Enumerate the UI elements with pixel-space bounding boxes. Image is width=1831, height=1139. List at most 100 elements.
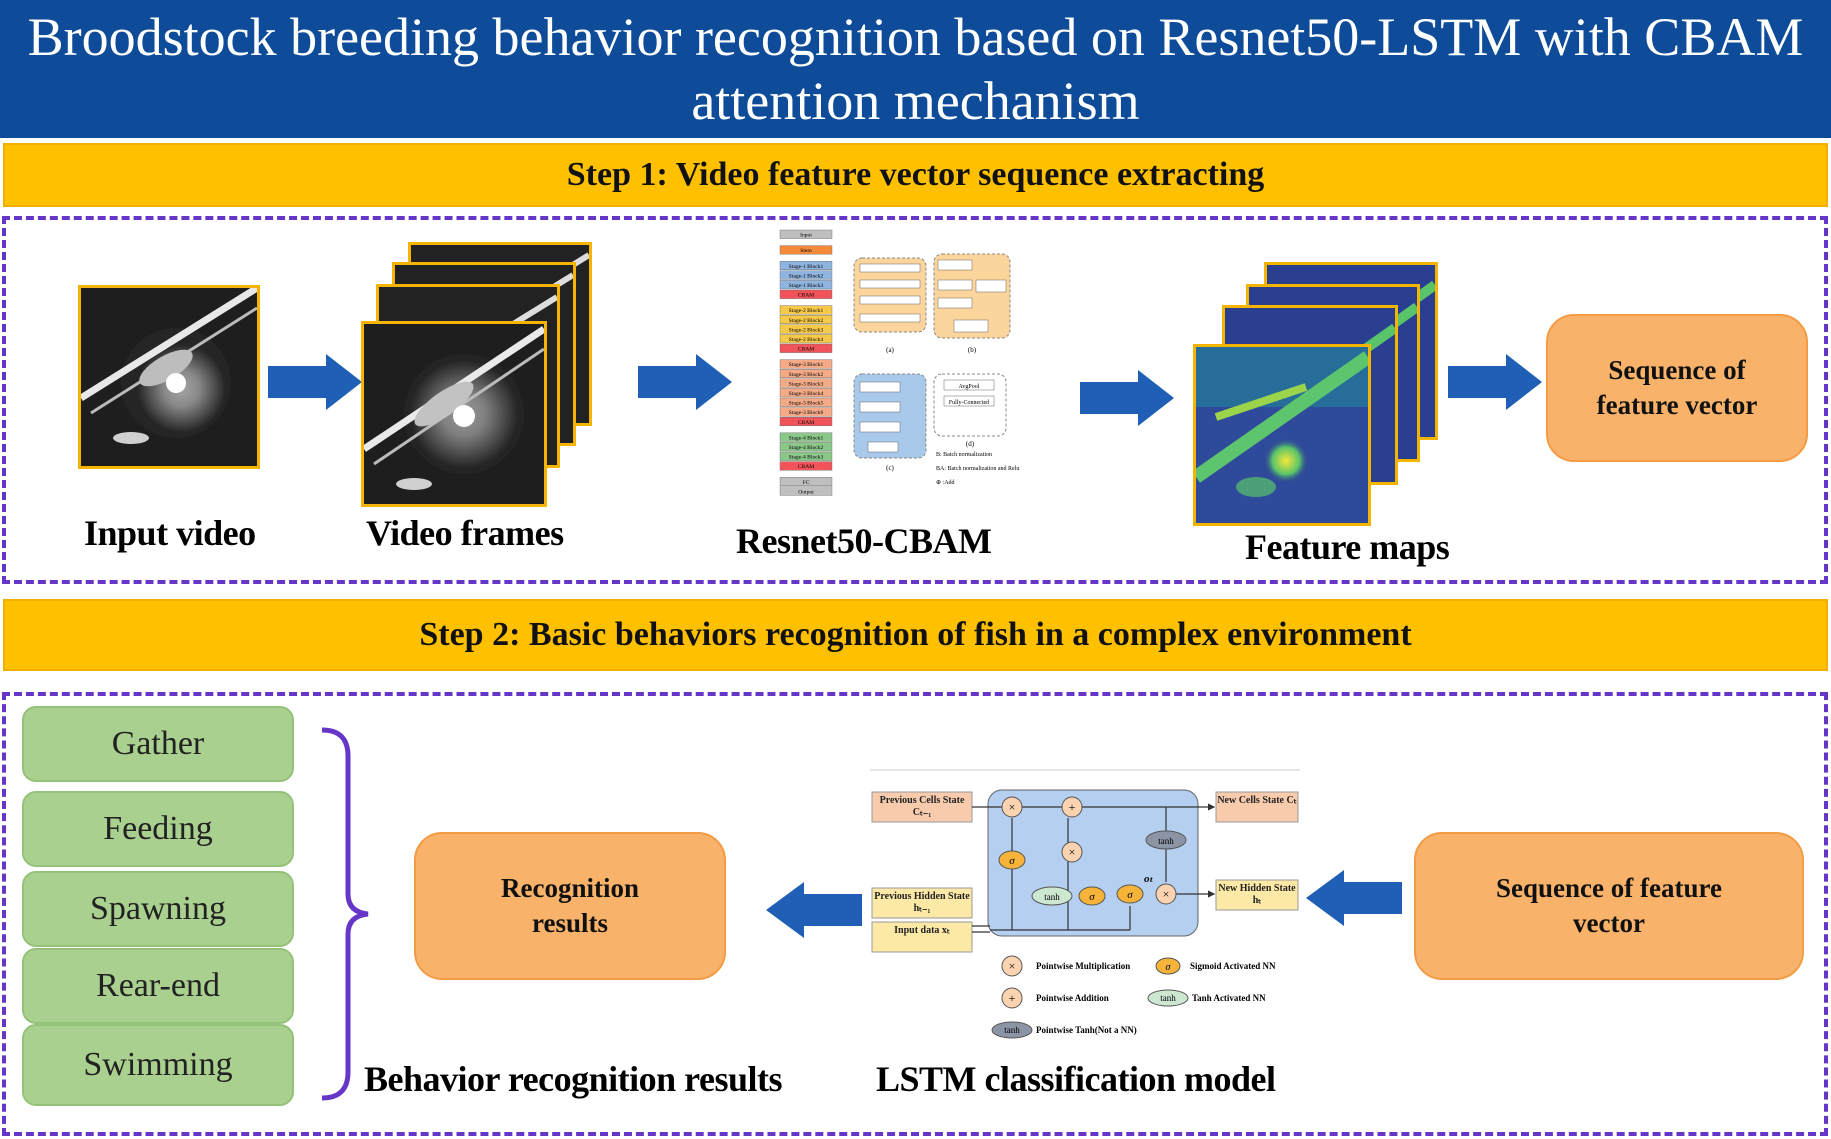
sigma-symbol: σ: [1009, 855, 1015, 867]
resnet-block: [779, 359, 833, 369]
behavior-spawning: Spawning: [22, 871, 294, 947]
resnet-block: [779, 305, 833, 315]
resnet-block-label: CBAM: [798, 293, 815, 299]
step1-banner: Step 1: Video feature vector sequence ex…: [3, 143, 1828, 207]
new-hidden-box: [1215, 879, 1299, 911]
arrow-icon: [638, 354, 732, 410]
mult-symbol: ×: [1163, 887, 1170, 901]
resnet-block-label: Stage-3 Block6: [789, 410, 824, 416]
resnet-block: [779, 334, 833, 344]
recognition-results-label: Recognition results: [501, 873, 639, 938]
behavior-label: Swimming: [83, 1046, 233, 1083]
step1-panel: [2, 216, 1828, 584]
feature-vector-sequence-box: Sequence of feature vector: [1546, 314, 1808, 462]
legend-tanh-nn: Tanh Activated NN: [1192, 993, 1266, 1003]
legend-tanh-op: Pointwise Tanh(Not a NN): [1036, 1025, 1137, 1035]
new-cell-box: [1215, 791, 1299, 823]
feature-vector-input-box: Sequence of feature vector: [1414, 832, 1804, 980]
caption-feature-maps: Feature maps: [1245, 527, 1450, 567]
resnet-legend-3: ⊕ :Add: [936, 480, 955, 486]
legend-sigmoid: Sigmoid Activated NN: [1190, 961, 1276, 971]
arrow-icon: [1080, 370, 1174, 426]
legend-tanh-op-symbol: tanh: [1004, 1025, 1020, 1035]
lstm-cell-diagram: × + × × σ σ σ tanh tanh oₜ Previous Cell…: [870, 769, 1300, 1039]
resnet-block-label: Stage-4 Block1: [789, 435, 824, 441]
sigma-symbol: σ: [1127, 889, 1133, 901]
arrow-left-icon: [766, 882, 862, 938]
panel-label-d: (d): [966, 440, 975, 448]
sigma-symbol: σ: [1089, 891, 1095, 903]
prev-cell-label: Previous Cells State Cₜ₋₁: [879, 795, 965, 818]
panel-d-fc: Fully-Connected: [949, 400, 989, 406]
resnet-block-label: Output: [798, 489, 814, 495]
resnet-block: [779, 407, 833, 417]
resnet-block: [779, 378, 833, 388]
resnet-block-label: Stage-2 Block1: [789, 308, 824, 314]
legend-add-symbol: +: [1009, 991, 1016, 1005]
arrow-icon: [268, 354, 362, 410]
resnet-block: [779, 451, 833, 461]
resnet-block-label: Stage-4 Block2: [789, 445, 824, 451]
behavior-feeding: Feeding: [22, 791, 294, 867]
page-title: Broodstock breeding behavior recognition…: [27, 7, 1804, 131]
resnet-block-label: CBAM: [798, 420, 815, 426]
title-bar: Broodstock breeding behavior recognition…: [0, 0, 1831, 138]
resnet-block-label: Stage-3 Block5: [789, 401, 824, 407]
arrow-icon: [1448, 354, 1542, 410]
panel-label-a: (a): [886, 346, 894, 354]
caption-input-video: Input video: [84, 513, 256, 553]
legend-add: Pointwise Addition: [1036, 993, 1109, 1003]
resnet-block: [779, 476, 833, 486]
legend-mult: Pointwise Multiplication: [1036, 961, 1130, 971]
resnet-legend-1: B: Batch normalization: [936, 452, 992, 458]
resnet-block-label: Stage-2 Block4: [789, 337, 824, 343]
caption-resnet: Resnet50-CBAM: [736, 521, 992, 561]
step2-banner: Step 2: Basic behaviors recognition of f…: [3, 599, 1828, 671]
resnet-block: [779, 432, 833, 442]
behavior-label: Rear-end: [96, 967, 220, 1004]
panel-c: [853, 373, 927, 459]
feature-map-1: [1193, 344, 1371, 526]
bracket-icon: [321, 727, 369, 1101]
new-cell-label: New Cells State Cₜ: [1217, 795, 1297, 806]
resnet-block: [779, 245, 833, 255]
panel-b: [933, 253, 1011, 339]
resnet-block-label: Stage-2 Block2: [789, 318, 824, 324]
resnet-block-label: Stage-3 Block4: [789, 391, 824, 397]
prev-hidden-label: Previous Hidden State hₜ₋₁: [874, 891, 970, 914]
legend-tanh-symbol: tanh: [1160, 993, 1176, 1003]
o-t-label: oₜ: [1144, 873, 1154, 885]
legend-mult-symbol: ×: [1009, 959, 1016, 973]
resnet-block-label: Stage-3 Block3: [789, 381, 824, 387]
step2-label: Step 2: Basic behaviors recognition of f…: [419, 616, 1412, 653]
resnet-block: [779, 324, 833, 334]
resnet-block-label: Stage-4 Block3: [789, 455, 824, 461]
resnet-block-label: Stage-2 Block3: [789, 327, 824, 333]
resnet-block-label: Stage-1 Block3: [789, 283, 824, 289]
behavior-swimming: Swimming: [22, 1024, 294, 1106]
mult-symbol: ×: [1069, 845, 1076, 859]
behavior-label: Spawning: [90, 890, 226, 927]
resnet-block: [779, 368, 833, 378]
behavior-gather: Gather: [22, 706, 294, 782]
mult-symbol: ×: [1009, 800, 1016, 814]
input-data-box: [871, 921, 973, 953]
legend-sigma-symbol: σ: [1166, 962, 1172, 973]
resnet-block-label: FC: [803, 480, 810, 486]
recognition-results-box: Recognition results: [414, 832, 726, 980]
prev-hidden-box: [871, 887, 973, 919]
resnet-block-label: CBAM: [798, 347, 815, 353]
caption-behavior-results: Behavior recognition results: [364, 1059, 783, 1099]
video-frame-1: [361, 321, 547, 507]
resnet-block: [779, 416, 833, 426]
resnet-block: [779, 397, 833, 407]
resnet-block: [779, 461, 833, 471]
tanh-op-symbol: tanh: [1158, 836, 1174, 846]
input-video-image: [78, 285, 260, 469]
behavior-rear-end: Rear-end: [22, 948, 294, 1024]
resnet-block: [779, 280, 833, 290]
resnet-block-label: Stage-3 Block2: [789, 372, 824, 378]
feature-vector-sequence-label: Sequence of feature vector: [1596, 355, 1758, 420]
step1-label: Step 1: Video feature vector sequence ex…: [566, 156, 1265, 193]
step2-panel: [2, 692, 1828, 1136]
